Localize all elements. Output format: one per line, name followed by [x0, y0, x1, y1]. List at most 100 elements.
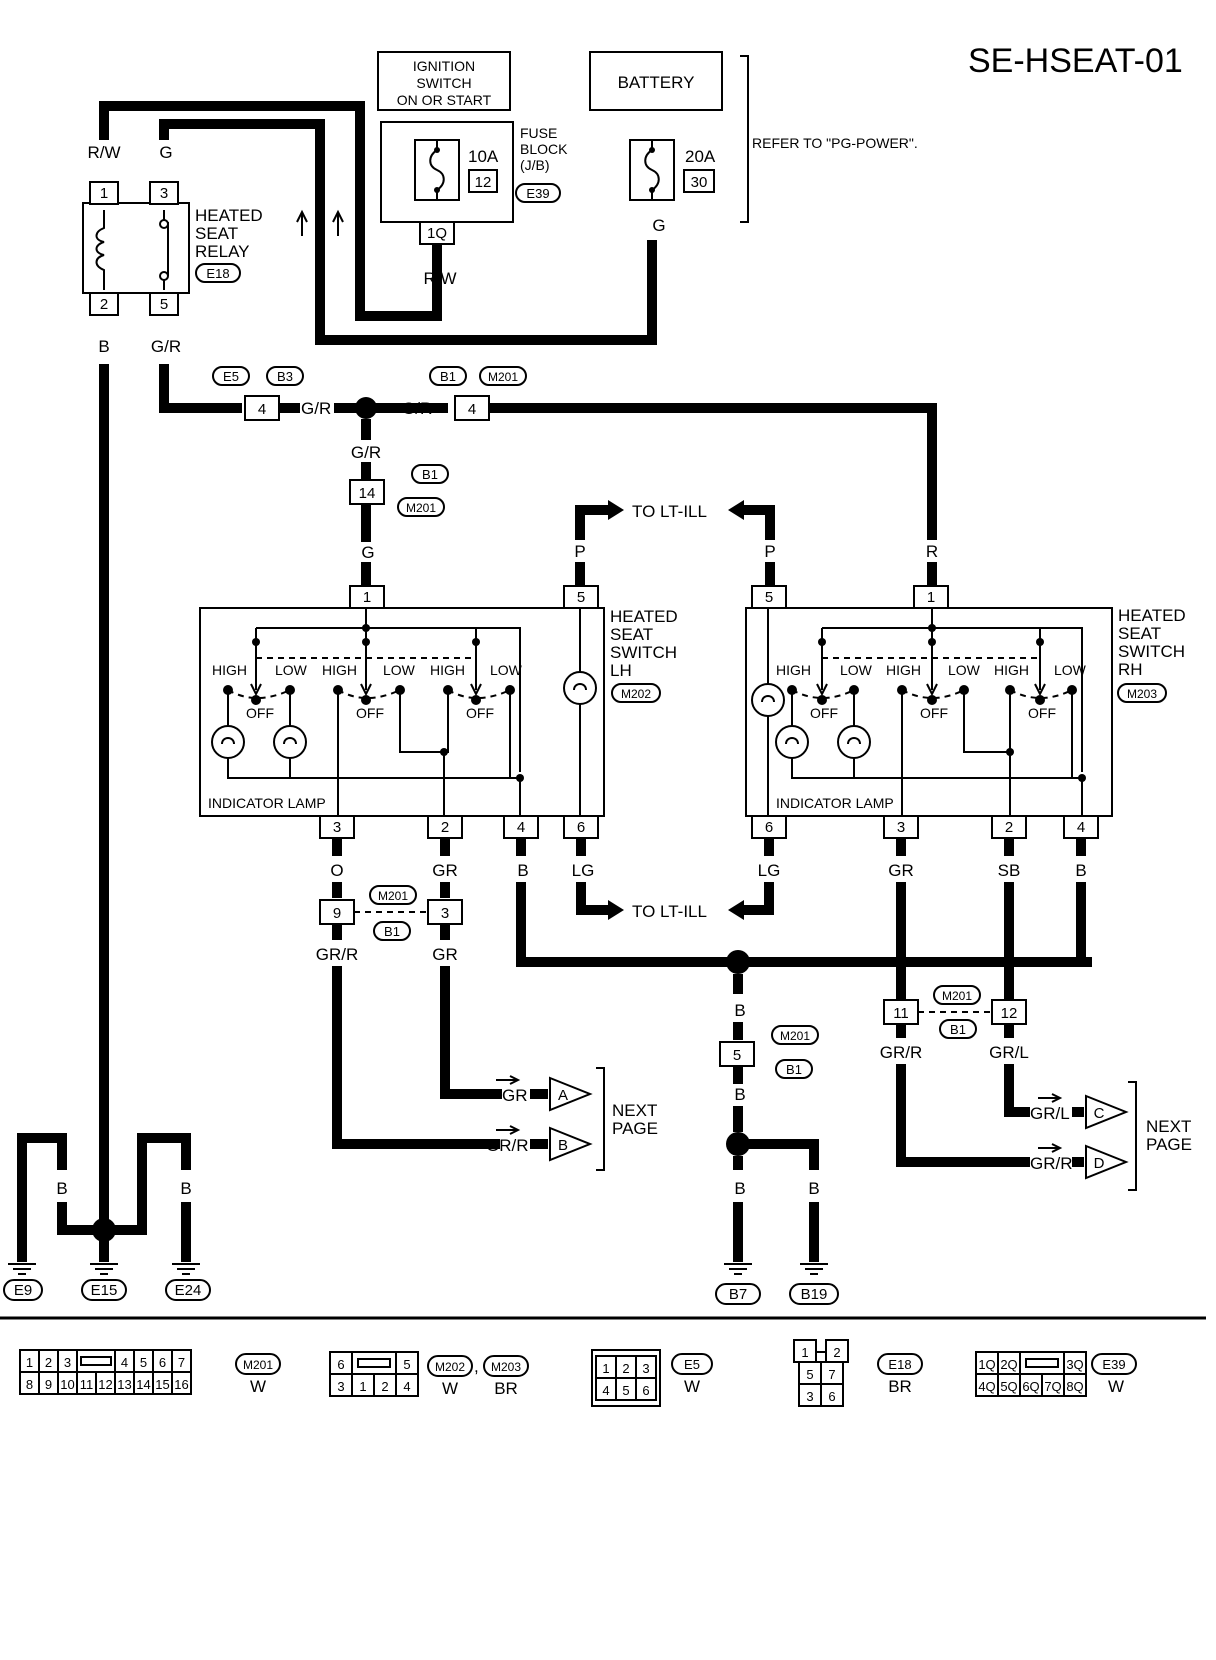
wire-g-lh-label: G — [361, 543, 374, 562]
splice-top — [355, 397, 377, 419]
wire-b7-label: B — [734, 1179, 745, 1198]
wire-sb-label: SB — [998, 861, 1021, 880]
wire-r-label: R — [926, 542, 938, 561]
connector-9-label: 9 — [333, 905, 341, 922]
connector-12-label: 12 — [1001, 1005, 1018, 1022]
legend-e18-name: E18 — [888, 1357, 911, 1372]
arrow-c-label: C — [1094, 1105, 1105, 1122]
legend-e18-pin: 6 — [828, 1389, 835, 1404]
legend-m202-pin: 5 — [403, 1357, 410, 1372]
connector-3 — [427, 899, 463, 925]
lh-pin-2: 2 — [441, 819, 449, 836]
wire-gr-a — [440, 966, 502, 1099]
connector-b1-4-label: 4 — [468, 401, 476, 418]
badge-b1-5: B1 — [786, 1062, 802, 1077]
connector-e5-4-label: 4 — [258, 401, 266, 418]
connector-3-label: 3 — [441, 905, 449, 922]
connector-11-label: 11 — [893, 1005, 909, 1022]
legend-m202-name: M202 — [435, 1360, 465, 1374]
rh-off-3: OFF — [1028, 705, 1056, 721]
ground-b19: B19 — [801, 1286, 828, 1303]
wire-p-rh-label: P — [764, 542, 775, 561]
arrow-a-label: A — [558, 1087, 568, 1104]
to-lt-ill-bottom: TO LT-ILL — [632, 902, 707, 921]
arrow-c-wire: GR/L — [1030, 1104, 1070, 1123]
lh-low-3: LOW — [490, 662, 523, 678]
legend-e5-pin: 3 — [642, 1361, 649, 1376]
lh-high-3: HIGH — [430, 662, 465, 678]
rh-pin-4: 4 — [1077, 819, 1085, 836]
badge-b1-9: B1 — [384, 924, 400, 939]
legend-e5-color: W — [684, 1377, 700, 1396]
rh-pin-1: 1 — [927, 589, 935, 606]
legend-e39-pin: 3Q — [1066, 1357, 1083, 1372]
legend-e5-name: E5 — [684, 1357, 700, 1372]
legend-e18-color: BR — [888, 1377, 912, 1396]
wire-b-center2-label: B — [734, 1085, 745, 1104]
rh-indicator-label: INDICATOR LAMP — [776, 795, 894, 811]
arrow-c — [1085, 1094, 1129, 1130]
battery-label: BATTERY — [618, 73, 695, 92]
wire-gr-b1-label: G/R — [402, 399, 432, 418]
diagram-id: SE-HSEAT-01 — [968, 42, 1183, 80]
wire-gr-relay — [159, 364, 242, 413]
lh-off-2: OFF — [356, 705, 384, 721]
ground-wire-1: B — [16, 1179, 27, 1198]
legend-e39-pin: 5Q — [1000, 1379, 1017, 1394]
legend-e18-pin: 7 — [828, 1367, 835, 1382]
legend-e39-pin: 2Q — [1000, 1357, 1017, 1372]
wire-lg-rh-label: LG — [758, 861, 781, 880]
rh-conn: M203 — [1127, 687, 1157, 701]
wire-rw-ign — [99, 101, 442, 321]
badge-b3: B3 — [277, 369, 293, 384]
e39-badge-label: E39 — [526, 186, 549, 201]
legend-m201-pin: 2 — [45, 1355, 52, 1370]
fuse-12-element — [429, 140, 445, 200]
arrow-d — [1085, 1144, 1129, 1180]
legend-m201-pin: 9 — [45, 1377, 52, 1392]
legend-e39-pin: 6Q — [1022, 1379, 1039, 1394]
legend-m201-pin: 16 — [174, 1377, 188, 1392]
wire-b19-label: B — [808, 1179, 819, 1198]
connector-b1-4 — [454, 395, 490, 421]
legend-e18-pin: 1 — [801, 1345, 808, 1360]
rh-pin-2: 2 — [1005, 819, 1013, 836]
badge-e5: E5 — [223, 369, 239, 384]
wire-g-battery-line — [159, 119, 657, 345]
legend-m203-color: BR — [494, 1379, 518, 1398]
relay-pin-2: 2 — [100, 296, 108, 313]
legend-e39-pin: 7Q — [1044, 1379, 1061, 1394]
fuse-30-number: 30 — [691, 174, 708, 191]
lh-pin-3: 3 — [333, 819, 341, 836]
relay-conn: E18 — [206, 266, 229, 281]
badge-m201-5: M201 — [780, 1029, 810, 1043]
rh-low-1: LOW — [840, 662, 873, 678]
lh-off-1: OFF — [246, 705, 274, 721]
splice-left-ground — [92, 1218, 116, 1242]
badge-m201-top: M201 — [488, 370, 518, 384]
rh-high-1: HIGH — [776, 662, 811, 678]
ground-symbols — [8, 1263, 828, 1275]
legend-m201-pin: 13 — [117, 1377, 131, 1392]
legend-e5-pin: 5 — [622, 1383, 629, 1398]
relay-pin-5: 5 — [160, 296, 168, 313]
legend-m202-pin: 2 — [381, 1379, 388, 1394]
legend-m201-name: M201 — [243, 1358, 273, 1372]
lh-low-1: LOW — [275, 662, 308, 678]
refer-text: REFER TO "PG-POWER". — [752, 135, 918, 151]
wire-gr-e5-label: G/R — [301, 399, 331, 418]
legend-m201-pin: 15 — [155, 1377, 169, 1392]
ignition-switch-box — [377, 51, 511, 111]
legend-m201-pin: 14 — [136, 1377, 150, 1392]
legend-m202-pin: 4 — [403, 1379, 410, 1394]
wire-grr-lh-label: GR/R — [316, 945, 359, 964]
arrow-d-wire: GR/R — [1030, 1154, 1073, 1173]
